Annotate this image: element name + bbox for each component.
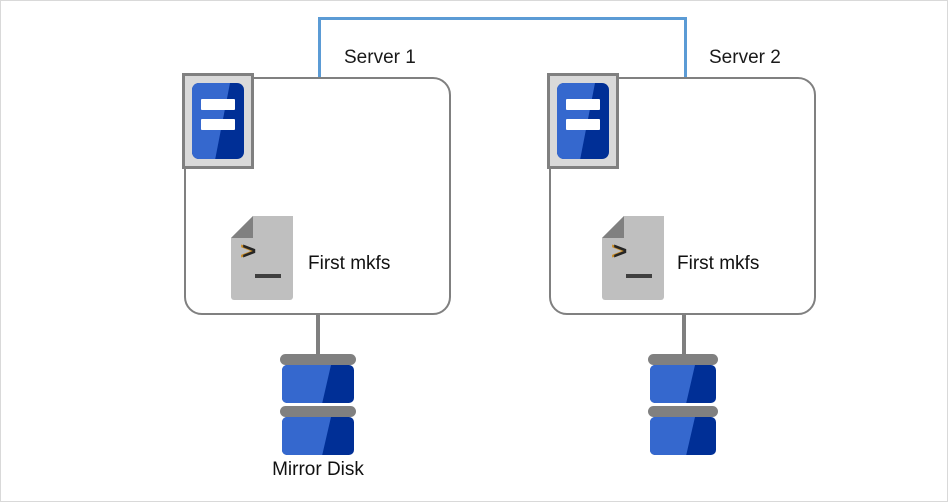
- disk-bar-middle: [648, 406, 718, 417]
- interconnect-horizontal-line: [318, 17, 687, 20]
- server-2-script-label: First mkfs: [677, 253, 760, 274]
- script-icon-fold: [602, 216, 624, 238]
- server-icon-chip: [192, 83, 244, 159]
- server-machine-icon: [547, 73, 619, 169]
- server-icon-bar-bottom: [201, 119, 235, 130]
- script-icon-prompt-glyph: >: [613, 240, 628, 267]
- server-machine-icon: [182, 73, 254, 169]
- script-terminal-icon: >: [602, 216, 664, 300]
- interconnect-vertical-line-right: [684, 17, 687, 79]
- script-icon-sheet: [602, 216, 664, 300]
- server-icon-bar-bottom: [566, 119, 600, 130]
- disk-platter-bottom: [650, 417, 716, 455]
- server-icon-chip: [557, 83, 609, 159]
- disk-bar-top: [648, 354, 718, 365]
- server-icon-bar-top: [566, 99, 600, 110]
- script-icon-cursor: [626, 274, 652, 278]
- script-icon-cursor: [255, 274, 281, 278]
- script-terminal-icon: >: [231, 216, 293, 300]
- disk-platter-top: [650, 365, 716, 403]
- disk-bar-top: [280, 354, 356, 365]
- script-icon-fold: [231, 216, 253, 238]
- server-2-mirror-disk-icon: [648, 354, 718, 456]
- script-icon-sheet: [231, 216, 293, 300]
- server-icon-bar-top: [201, 99, 235, 110]
- server-1-script-label: First mkfs: [308, 253, 391, 274]
- disk-platter-bottom: [282, 417, 354, 455]
- interconnect-vertical-line-left: [318, 17, 321, 79]
- server-1-mirror-disk-icon: [280, 354, 356, 456]
- server-1-title: Server 1: [344, 47, 416, 68]
- disk-platter-top: [282, 365, 354, 403]
- server-1-disk-label: Mirror Disk: [272, 459, 364, 480]
- server-1-disk-stalk: [316, 313, 320, 359]
- script-icon-prompt-glyph: >: [242, 240, 257, 267]
- server-2-disk-stalk: [682, 313, 686, 359]
- disk-bar-middle: [280, 406, 356, 417]
- server-2-title: Server 2: [709, 47, 781, 68]
